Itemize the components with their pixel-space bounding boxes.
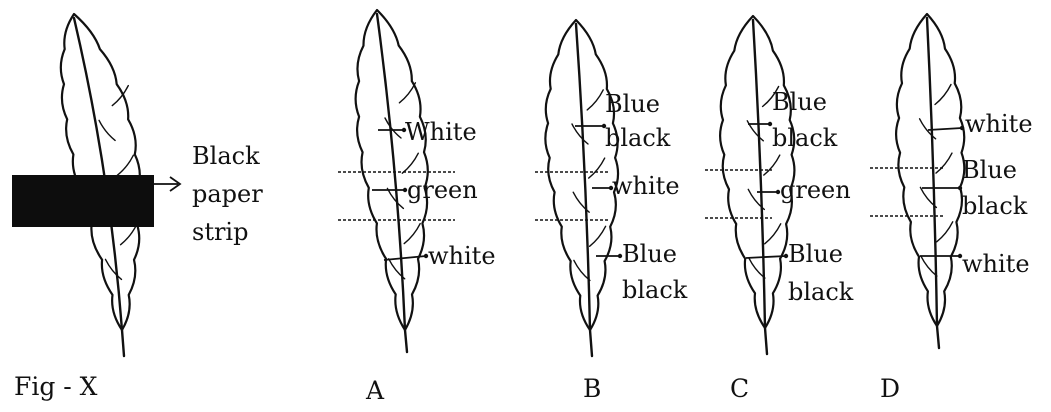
leaf-d-top-pointer-dot: [960, 126, 964, 130]
leaf-b-bottom-label-line-1: Blue: [622, 240, 677, 268]
leaf-a-top-label: White: [405, 118, 477, 146]
leaf-c-middle-label: green: [780, 176, 851, 204]
leaf-b-top-label-line-1: Blue: [605, 90, 660, 118]
fig-x-outline: [61, 14, 141, 330]
leaf-c-outline: [720, 16, 794, 328]
leaf-a-outline: [356, 10, 428, 330]
leaf-d-top-label: white: [965, 110, 1033, 138]
leaf-a-bottom-label: white: [428, 242, 496, 270]
strip-label-line-1: Black: [192, 142, 260, 170]
leaf-d-bottom-label: white: [962, 250, 1030, 278]
leaf-b-top-label-line-2: black: [605, 124, 670, 152]
leaf-c-bottom-label-line-2: black: [788, 278, 853, 306]
leaf-b-caption: B: [583, 374, 601, 403]
fig-x-caption: Fig - X: [14, 372, 97, 401]
strip-label-line-3: strip: [192, 218, 248, 246]
black-paper-strip: [12, 175, 154, 227]
leaf-b-bottom-label-line-2: black: [622, 276, 687, 304]
leaf-c-caption: C: [730, 374, 749, 403]
leaf-b-outline: [545, 20, 618, 330]
leaf-d-drawing: [896, 14, 964, 348]
leaf-d-caption: D: [880, 374, 900, 403]
strip-label-line-2: paper: [192, 180, 263, 208]
leaf-a-middle-label: green: [407, 176, 478, 204]
leaf-c-bottom-label-line-1: Blue: [788, 240, 843, 268]
leaf-c-top-label-line-1: Blue: [772, 88, 827, 116]
leaf-d-mid-pointer-dot: [958, 186, 962, 190]
leaf-a-caption: A: [366, 376, 384, 405]
leaf-d-middle-label-line-1: Blue: [962, 156, 1017, 184]
leaf-c-top-label-line-2: black: [772, 124, 837, 152]
leaf-d-middle-label-line-2: black: [962, 192, 1027, 220]
leaf-b-middle-label: white: [612, 172, 680, 200]
